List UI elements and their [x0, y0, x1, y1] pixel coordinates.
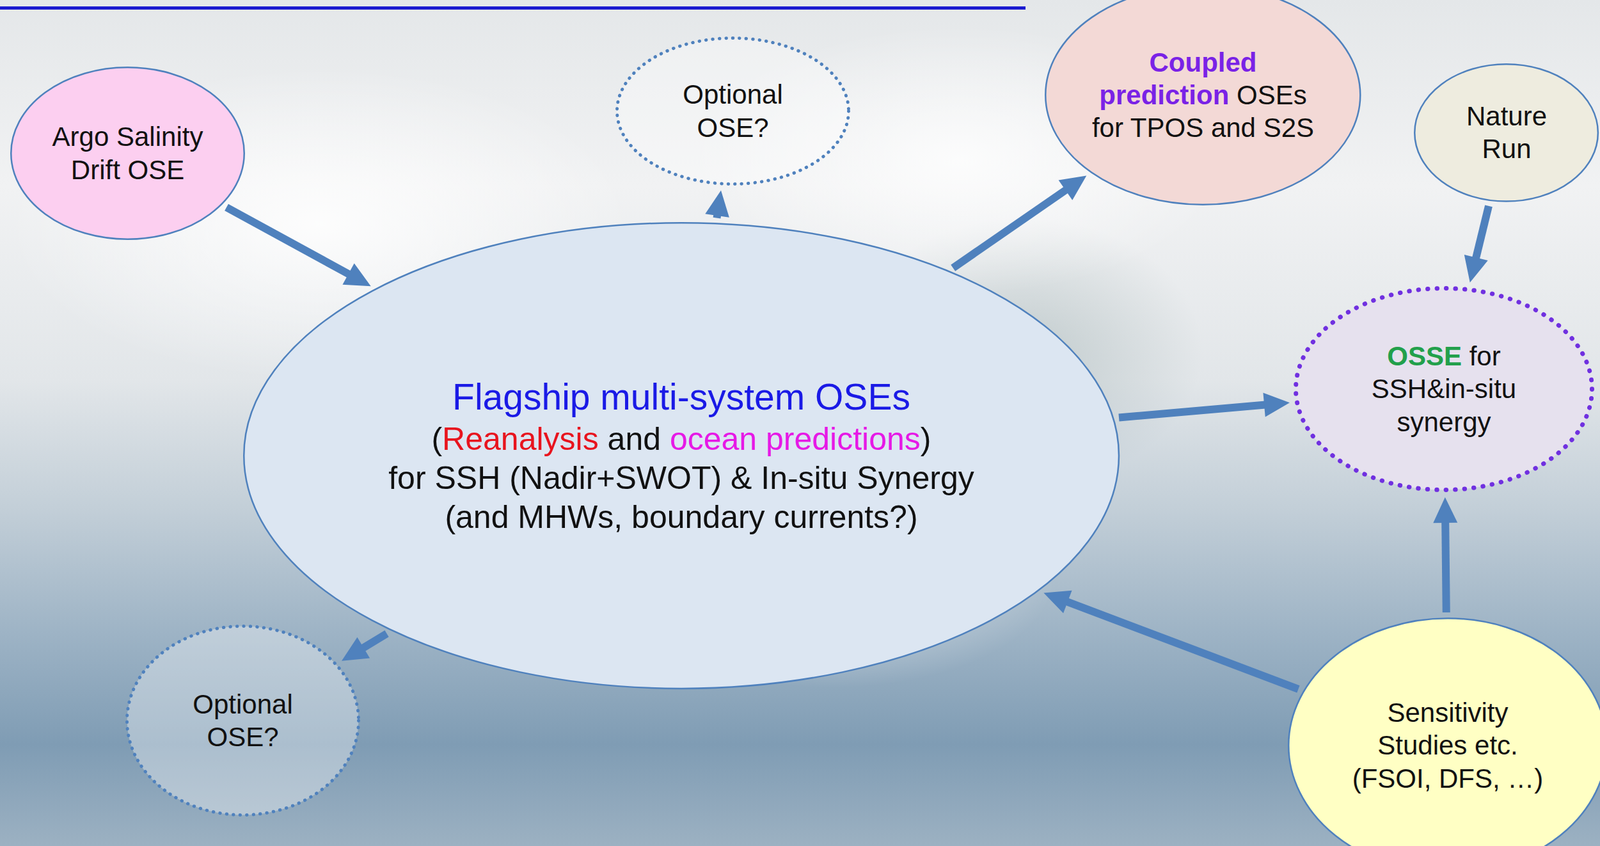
node-text: Coupled prediction — [1099, 47, 1257, 111]
ellipse-node: Nature Run — [1413, 63, 1599, 203]
ellipse-shape — [1296, 288, 1593, 491]
arrow-shaft — [1118, 404, 1266, 418]
arrow-connector — [341, 633, 388, 661]
ellipse-node: Optional OSE? — [125, 624, 361, 817]
arrow-head — [1058, 175, 1087, 200]
node-label: OSSE for SSH&in-situ synergy — [1344, 339, 1544, 439]
ellipse-shape — [1288, 617, 1600, 846]
node-text: for SSH (Nadir+SWOT) & In-situ Synergy — [388, 459, 975, 496]
arrow-head — [704, 190, 730, 217]
ellipse-shape — [1415, 63, 1599, 201]
node-text: Reanalysis — [442, 420, 599, 457]
node-text: Optional OSE? — [192, 689, 293, 752]
arrow-head — [341, 637, 370, 661]
arrow-connector — [704, 190, 730, 218]
ellipse-node: Sensitivity Studies etc. (FSOI, DFS, …) — [1287, 617, 1600, 846]
node-text: and — [607, 420, 661, 457]
ellipse-node: Argo Salinity Drift OSE — [10, 66, 246, 240]
arrow-head — [1433, 497, 1458, 523]
ellipse-outline — [615, 36, 851, 186]
node-label: Optional OSE? — [665, 78, 801, 144]
arrow-head — [342, 262, 371, 286]
arrow-connector — [1043, 590, 1299, 690]
ellipse-shape — [243, 223, 1119, 690]
node-label: Optional OSE? — [175, 687, 311, 753]
node-label: Sensitivity Studies etc. (FSOI, DFS, …) — [1342, 696, 1554, 795]
arrow-connector — [1118, 392, 1290, 418]
node-text: Nature Run — [1466, 101, 1547, 164]
node-text: ocean predictions — [669, 420, 921, 457]
ellipse-outline — [10, 66, 246, 240]
ellipse-node: Flagship multi-system OSEs(Reanalysis an… — [243, 221, 1120, 690]
ellipse-shape — [127, 626, 359, 816]
arrow-shaft — [362, 633, 388, 649]
node-label: Argo Salinity Drift OSE — [35, 120, 221, 186]
ellipse-node: Coupled prediction OSEs for TPOS and S2S — [1044, 0, 1362, 206]
arrow-connector — [226, 207, 372, 286]
node-text: Argo Salinity Drift OSE — [52, 121, 204, 185]
node-text: Flagship multi-system OSEs — [452, 376, 911, 418]
ellipse-shape — [10, 67, 245, 240]
arrow-shaft — [1475, 205, 1489, 260]
arrow-shaft — [1445, 521, 1447, 613]
node-label: Coupled prediction OSEs for TPOS and S2S — [1084, 46, 1322, 145]
node-text: Sensitivity Studies etc. (FSOI, DFS, …) — [1352, 697, 1544, 793]
node-text: ( — [431, 420, 443, 457]
arrow-connector — [1433, 497, 1458, 613]
node-label: Flagship multi-system OSEs(Reanalysis an… — [303, 374, 1059, 537]
arrow-shaft — [226, 207, 350, 275]
ellipse-node: Optional OSE? — [615, 36, 851, 186]
ellipse-outline — [125, 624, 361, 817]
arrow-head — [1262, 392, 1290, 418]
ellipse-node: OSSE for SSH&in-situ synergy — [1293, 285, 1595, 492]
arrow-shaft — [1066, 601, 1299, 690]
node-label: Nature Run — [1445, 99, 1568, 166]
arrow-head — [1464, 254, 1489, 283]
arrow-connector — [953, 175, 1087, 268]
arrow-shaft — [953, 189, 1067, 269]
node-text: (and MHWs, boundary currents?) — [444, 499, 918, 535]
node-text: ) — [920, 420, 932, 457]
ellipse-shape — [617, 38, 849, 185]
arrow-connector — [1464, 205, 1489, 283]
header-rule — [0, 6, 1026, 10]
ellipse-outline — [1413, 63, 1599, 203]
ellipse-shape — [1045, 0, 1361, 205]
arrow-head — [1043, 590, 1072, 614]
node-text: Optional OSE? — [682, 79, 783, 143]
node-text: OSSE — [1386, 340, 1462, 372]
